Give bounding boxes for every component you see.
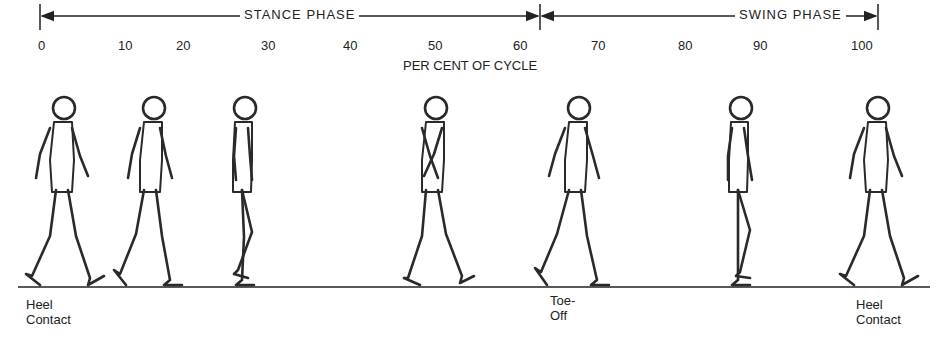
walking-figure	[26, 97, 104, 285]
axis-title: PER CENT OF CYCLE	[403, 58, 537, 73]
walking-figure	[535, 97, 609, 285]
event-label: Heel Contact	[26, 297, 86, 327]
walking-figure	[233, 97, 256, 285]
percent-tick: 80	[678, 38, 692, 53]
event-label: Heel Contact	[856, 297, 916, 327]
percent-tick: 30	[261, 38, 275, 53]
percent-tick: 90	[753, 38, 767, 53]
percent-tick: 40	[343, 38, 357, 53]
percent-tick: 60	[513, 38, 527, 53]
phase-label: SWING PHASE	[735, 7, 846, 22]
percent-tick: 0	[38, 38, 45, 53]
phase-label: STANCE PHASE	[240, 7, 359, 22]
walking-figure	[728, 97, 752, 285]
percent-tick: 10	[118, 38, 132, 53]
event-label: Toe- Off	[550, 293, 590, 323]
phase-brackets	[40, 4, 878, 30]
walking-figure	[840, 97, 918, 285]
percent-tick: 70	[591, 38, 605, 53]
ground-line	[18, 286, 930, 288]
walking-figure	[114, 97, 182, 285]
percent-tick: 20	[176, 38, 190, 53]
walking-figure	[404, 97, 474, 285]
percent-tick: 50	[428, 38, 442, 53]
percent-tick: 100	[851, 38, 873, 53]
